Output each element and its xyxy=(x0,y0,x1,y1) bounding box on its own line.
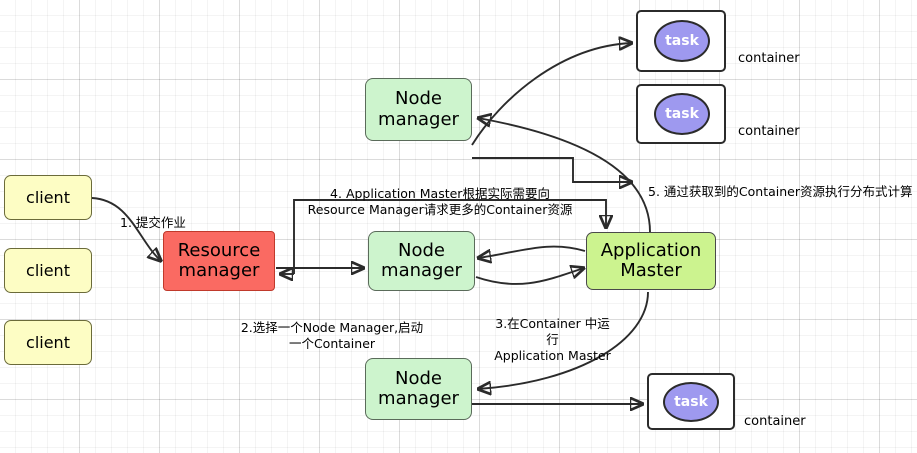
resource-manager-box[interactable]: Resource manager xyxy=(163,231,275,291)
edge-label-step-2: 2.选择一个Node Manager,启动 一个Container xyxy=(240,320,424,351)
client-box-3[interactable]: client xyxy=(4,320,92,365)
client-label-2: client xyxy=(26,260,70,280)
edge-application-master-to-node-manager xyxy=(478,245,586,258)
client-box-1[interactable]: client xyxy=(4,175,92,220)
edge-application-master-to-top-node-manager xyxy=(478,118,651,233)
task-label-2: task xyxy=(665,106,699,122)
node-manager-box-middle[interactable]: Node manager xyxy=(368,231,475,291)
task-ellipse-1[interactable]: task xyxy=(654,20,710,62)
container-caption-3: container xyxy=(744,413,806,429)
task-ellipse-2[interactable]: task xyxy=(654,93,710,135)
node-manager-box-bottom[interactable]: Node manager xyxy=(365,358,472,420)
task-label-3: task xyxy=(674,394,708,410)
application-master-label: Application Master xyxy=(600,239,702,281)
node-manager-label-middle: Node manager xyxy=(381,239,462,281)
edge-top-node-manager-to-container-1 xyxy=(471,43,632,146)
node-manager-box-top[interactable]: Node manager xyxy=(365,78,472,141)
client-box-2[interactable]: client xyxy=(4,248,92,293)
client-label-1: client xyxy=(26,187,70,207)
container-caption-2: container xyxy=(738,123,800,139)
task-ellipse-3[interactable]: task xyxy=(663,382,719,422)
container-caption-1: container xyxy=(738,50,800,66)
client-label-3: client xyxy=(26,332,70,352)
edge-label-step-4: 4. Application Master根据实际需要向 Resource Ma… xyxy=(307,186,573,217)
node-manager-label-top: Node manager xyxy=(378,88,459,130)
edge-application-master-to-resource-manager xyxy=(293,199,606,274)
application-master-box[interactable]: Application Master xyxy=(586,232,716,290)
edge-label-step-5: 5. 通过获取到的Container资源执行分布式计算 xyxy=(648,184,913,199)
edge-application-master-to-bottom-node-manager xyxy=(478,291,649,389)
edge-client-to-resource-manager xyxy=(91,197,161,261)
edge-label-step-1: 1. 提交作业 xyxy=(120,215,186,230)
edge-node-manager-to-application-master xyxy=(475,268,584,285)
node-manager-label-bottom: Node manager xyxy=(378,367,459,409)
edge-top-node-manager-to-container-2 xyxy=(472,157,632,182)
task-label-1: task xyxy=(665,33,699,49)
edge-label-step-3: 3.在Container 中运行 Application Master xyxy=(494,316,611,363)
resource-manager-label: Resource manager xyxy=(177,239,261,281)
